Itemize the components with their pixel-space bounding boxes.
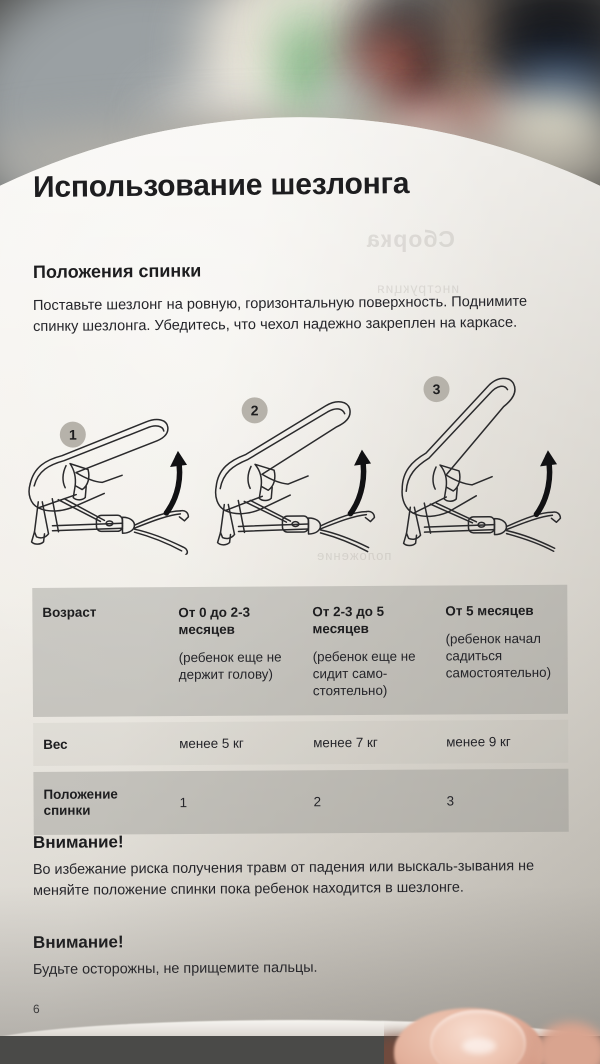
table-cell-age-1: От 0 до 2-3 месяцев (ребенок еще не держ… [168,586,303,716]
table-row-weight: Вес менее 5 кг менее 7 кг менее 9 кг [33,719,569,766]
step-badge-2-label: 2 [251,402,259,418]
background-chalkboard-text-2 [378,32,440,42]
thumb-highlight [462,1038,496,1054]
age-2-value: От 2-3 до 5 месяцев [312,603,385,637]
figure-step-3 [397,362,588,553]
step-badge-1-label: 1 [69,427,77,443]
row-label-position: Положение спинки [43,786,118,818]
age-2-note: (ребенок еще не сидит само-стоятельно) [312,648,416,699]
page-title: Использование шезлонга [32,167,410,204]
finger-side [534,1022,600,1064]
step-badges: 1 2 3 [59,376,450,448]
page-content: Использование шезлонга Положения спинки … [0,117,600,1036]
table-cell-weight-1: менее 5 кг [169,721,303,765]
table-cell-position-3: 3 [436,769,568,833]
row-label-age: Возраст [42,604,97,620]
figure-step-2 [207,363,398,554]
thumb-holding-page [384,1000,600,1064]
recline-positions-illustration-group: 1 2 3 [17,362,588,556]
table-cell-position-2: 2 [303,770,436,834]
table-cell-position-1: 1 [169,770,303,834]
age-3-note: (ребенок начал садиться самостоятельно) [445,630,552,681]
background-bottle-cap [292,8,318,34]
step-badge-3-label: 3 [433,381,441,397]
row-label-weight: Вес [43,736,68,752]
age-3-value: От 5 месяцев [445,602,534,619]
position-2-value: 2 [313,793,322,809]
table-cell-age-3: От 5 месяцев (ребенок начал садиться сам… [435,585,568,715]
warning-1-heading: Внимание! [32,832,124,852]
page-surface: Сборка инструкция положение Использовани… [0,117,600,1036]
table-row-label-cell: Возраст [32,587,169,717]
age-1-note: (ребенок еще не держит голову) [178,649,282,683]
age-weight-position-table: Возраст От 0 до 2-3 месяцев (ребенок еще… [32,584,569,835]
background-chalkboard-text-1 [370,8,452,20]
thumbnail [430,1010,526,1064]
weight-2-value: менее 7 кг [313,734,378,751]
table-cell-weight-2: менее 7 кг [303,721,436,765]
intro-paragraph: Поставьте шезлонг на ровную, горизонталь… [32,293,528,335]
section-subheading: Положения спинки [32,260,202,282]
table-row-label-cell: Положение спинки [33,771,169,835]
age-1-value: От 0 до 2-3 месяцев [178,604,251,638]
table-row-label-cell: Вес [33,722,169,766]
weight-1-value: менее 5 кг [179,735,244,752]
table-cell-age-2: От 2-3 до 5 месяцев (ребенок еще не сиди… [302,586,436,716]
position-1-value: 1 [179,794,188,810]
table-row-position: Положение спинки 1 2 3 [33,768,569,835]
paper-texture [0,117,600,1036]
table-cell-weight-3: менее 9 кг [436,720,568,764]
weight-3-value: менее 9 кг [446,734,511,750]
table-row-age: Возраст От 0 до 2-3 месяцев (ребенок еще… [32,584,569,717]
figure-step-1 [17,365,208,556]
paper-highlight [0,117,600,1036]
position-3-value: 3 [446,792,455,808]
manual-page: Сборка инструкция положение Использовани… [0,117,600,1036]
